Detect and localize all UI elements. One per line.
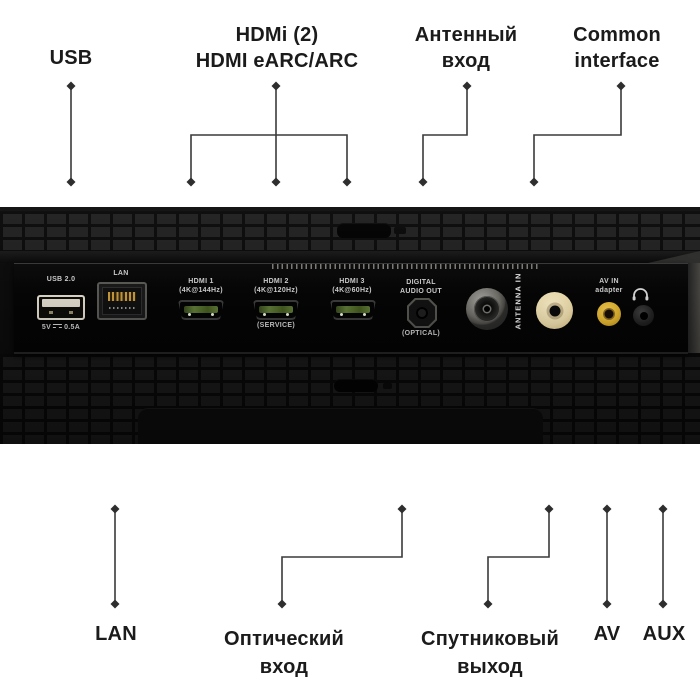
callout-antenna: Антенный вход [415, 22, 518, 74]
av-in-jack [597, 302, 621, 326]
satellite-port [536, 292, 573, 329]
callout-optical: Оптический вход [224, 625, 344, 681]
panel-top-edge [0, 207, 700, 211]
callout-common-interface: Common interface [573, 22, 661, 74]
antenna-port [466, 288, 508, 330]
optical-label: DIGITAL AUDIO OUT [400, 279, 442, 295]
callout-satellite-line2: выход [457, 656, 523, 678]
callout-hdmi: HDMi (2) HDMI eARC/ARC [196, 22, 359, 74]
callout-hdmi-line2: HDMI eARC/ARC [195, 50, 359, 72]
optical-port [407, 298, 437, 328]
callout-antenna-line1: Антенный [414, 24, 518, 46]
hdmi1-label: HDMI 1 (4K@144Hz) [179, 278, 223, 294]
antenna-in-label: ANTENNA IN [513, 272, 523, 330]
port-strip-bottom-edge [14, 352, 688, 354]
optical-note: (OPTICAL) [401, 330, 441, 337]
hdmi2-port [253, 300, 299, 320]
headphones-icon [632, 288, 649, 301]
stand-recess [138, 408, 543, 444]
lan-contacts [109, 307, 135, 309]
usb-port-label: USB 2.0 [46, 276, 76, 283]
hdmi3-label: HDMI 3 (4K@60Hz) [332, 278, 372, 294]
lan-port-label: LAN [113, 270, 129, 277]
mount-notch-top [394, 227, 406, 234]
callout-aux: AUX [642, 623, 686, 645]
hdmi1-port [178, 300, 224, 320]
callout-av: AV [593, 623, 621, 645]
hdmi3-port [330, 300, 376, 320]
mount-slot-top [337, 223, 391, 238]
mount-slot-bottom [334, 379, 378, 392]
vent-ticks [272, 264, 538, 269]
callout-antenna-line2: вход [441, 50, 491, 72]
panel-bezel-band [0, 251, 700, 263]
av-in-label: AV IN adapter [595, 278, 623, 294]
lan-port [97, 282, 147, 320]
callout-optical-line1: Оптический [224, 628, 344, 650]
callout-usb: USB [49, 47, 93, 69]
callout-ci-line2: interface [574, 50, 660, 72]
callout-satellite-line1: Спутниковый [421, 628, 559, 650]
callout-ci-line1: Common [573, 24, 661, 46]
headphone-jack [633, 305, 654, 326]
usb-port [37, 295, 85, 320]
dc-symbol-icon [53, 324, 63, 328]
panel-right-edge [688, 263, 700, 353]
mount-notch-bottom [383, 383, 392, 389]
hdmi2-service-note: (SERVICE) [257, 322, 295, 329]
callout-hdmi-line1: HDMi (2) [235, 24, 319, 46]
callout-satellite: Спутниковый выход [421, 625, 559, 681]
callout-optical-line2: вход [259, 656, 309, 678]
callout-lan: LAN [95, 623, 137, 645]
usb-tongue [42, 299, 80, 307]
lan-pins [108, 292, 136, 301]
hdmi2-label: HDMI 2 (4K@120Hz) [254, 278, 298, 294]
